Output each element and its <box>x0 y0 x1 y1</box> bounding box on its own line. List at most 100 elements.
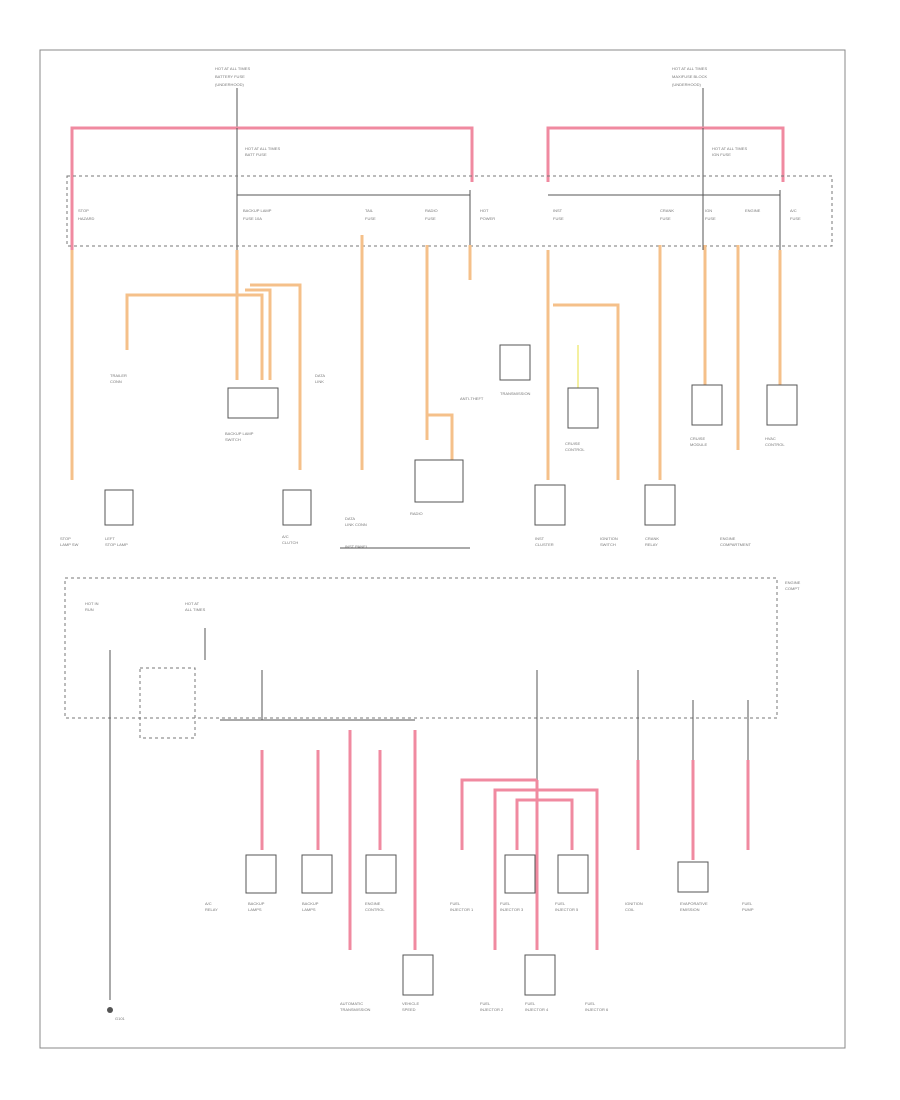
svg-text:ENGINE: ENGINE <box>745 208 761 213</box>
svg-text:ALL TIMES: ALL TIMES <box>185 607 206 612</box>
svg-text:FUSE 10A: FUSE 10A <box>243 216 262 221</box>
svg-text:LAMPS: LAMPS <box>248 907 262 912</box>
svg-text:FUSE: FUSE <box>365 216 376 221</box>
svg-text:INJECTOR 5: INJECTOR 5 <box>555 907 579 912</box>
svg-text:FUSE: FUSE <box>660 216 671 221</box>
svg-text:FUEL: FUEL <box>525 1001 536 1006</box>
svg-text:CONTROL: CONTROL <box>365 907 385 912</box>
svg-text:TRAILER: TRAILER <box>110 373 127 378</box>
svg-text:FUSE: FUSE <box>705 216 716 221</box>
svg-text:BATT FUSE: BATT FUSE <box>245 152 267 157</box>
svg-text:FUSE: FUSE <box>790 216 801 221</box>
svg-text:PUMP: PUMP <box>742 907 754 912</box>
svg-text:MAXIFUSE BLOCK: MAXIFUSE BLOCK <box>672 74 707 79</box>
svg-text:VEHICLE: VEHICLE <box>402 1001 419 1006</box>
svg-text:STOP: STOP <box>78 208 89 213</box>
svg-text:COMPT: COMPT <box>785 586 800 591</box>
svg-text:FUEL: FUEL <box>555 901 566 906</box>
svg-text:FUEL: FUEL <box>500 901 511 906</box>
svg-text:TRANSMISSION: TRANSMISSION <box>340 1007 371 1012</box>
svg-text:AUTOMATIC: AUTOMATIC <box>340 1001 363 1006</box>
svg-text:HAZARD: HAZARD <box>78 216 95 221</box>
svg-text:FUEL: FUEL <box>585 1001 596 1006</box>
svg-text:CLUSTER: CLUSTER <box>535 542 554 547</box>
svg-text:A/C: A/C <box>282 534 289 539</box>
wire-pink-left-bus <box>70 126 474 250</box>
svg-text:EMISSION: EMISSION <box>680 907 700 912</box>
svg-text:FUSE: FUSE <box>553 216 564 221</box>
svg-text:HOT AT ALL TIMES: HOT AT ALL TIMES <box>672 66 707 71</box>
svg-text:RADIO: RADIO <box>410 511 423 516</box>
component-bottom <box>245 854 709 996</box>
svg-text:BACKUP: BACKUP <box>248 901 265 906</box>
svg-text:IGNITION: IGNITION <box>600 536 618 541</box>
wire-pink-right-bus <box>546 126 785 182</box>
svg-text:INJECTOR 6: INJECTOR 6 <box>585 1007 609 1012</box>
svg-text:LAMP SW: LAMP SW <box>60 542 79 547</box>
svg-text:ENGINE: ENGINE <box>365 901 381 906</box>
svg-text:EVAPORATIVE: EVAPORATIVE <box>680 901 708 906</box>
svg-text:HOT AT ALL TIMES: HOT AT ALL TIMES <box>712 146 747 151</box>
svg-text:CONTROL: CONTROL <box>565 447 585 452</box>
svg-text:LEFT: LEFT <box>105 536 115 541</box>
svg-text:POWER: POWER <box>480 216 495 221</box>
svg-text:FUEL: FUEL <box>450 901 461 906</box>
svg-text:INJECTOR 3: INJECTOR 3 <box>500 907 524 912</box>
svg-text:COIL: COIL <box>625 907 635 912</box>
svg-text:INJECTOR 2: INJECTOR 2 <box>480 1007 504 1012</box>
svg-text:LINK: LINK <box>315 379 324 384</box>
svg-text:A/C: A/C <box>205 901 212 906</box>
svg-text:INST PANEL: INST PANEL <box>345 544 369 549</box>
battery-feed-right: HOT AT ALL TIMES MAXIFUSE BLOCK (UNDERHO… <box>672 66 707 128</box>
svg-text:INST: INST <box>553 208 563 213</box>
svg-text:SWITCH: SWITCH <box>225 437 241 442</box>
svg-text:BACKUP LAMP: BACKUP LAMP <box>243 208 272 213</box>
svg-text:CLUTCH: CLUTCH <box>282 540 298 545</box>
svg-text:RADIO: RADIO <box>425 208 438 213</box>
svg-text:DATA: DATA <box>315 373 325 378</box>
svg-text:SWITCH: SWITCH <box>600 542 616 547</box>
svg-text:IGNITION: IGNITION <box>625 901 643 906</box>
svg-text:INJECTOR 1: INJECTOR 1 <box>450 907 474 912</box>
svg-text:BACKUP: BACKUP <box>302 901 319 906</box>
svg-text:STOP LAMP: STOP LAMP <box>105 542 128 547</box>
svg-text:A/C: A/C <box>790 208 797 213</box>
svg-text:LINK CONN: LINK CONN <box>345 522 367 527</box>
svg-text:COMPARTMENT: COMPARTMENT <box>720 542 752 547</box>
svg-text:CONTROL: CONTROL <box>765 442 785 447</box>
svg-text:FUEL: FUEL <box>480 1001 491 1006</box>
svg-text:TRANSMISSION: TRANSMISSION <box>500 391 531 396</box>
fuse-block <box>66 175 833 247</box>
svg-text:ENGINE: ENGINE <box>785 580 801 585</box>
svg-text:CONN: CONN <box>110 379 122 384</box>
svg-text:MODULE: MODULE <box>690 442 707 447</box>
svg-text:CRANK: CRANK <box>660 208 674 213</box>
lower-section <box>64 577 778 719</box>
svg-text:RELAY: RELAY <box>205 907 218 912</box>
svg-text:INJECTOR 4: INJECTOR 4 <box>525 1007 549 1012</box>
battery-feed-left: HOT AT ALL TIMES BATTERY FUSE (UNDERHOOD… <box>215 66 250 128</box>
svg-text:IGN FUSE: IGN FUSE <box>712 152 731 157</box>
svg-text:HOT: HOT <box>480 208 489 213</box>
svg-text:SPEED: SPEED <box>402 1007 416 1012</box>
svg-text:INST: INST <box>535 536 545 541</box>
svg-text:HOT IN: HOT IN <box>85 601 99 606</box>
diagram-frame <box>39 49 846 1049</box>
svg-text:(UNDERHOOD): (UNDERHOOD) <box>672 82 702 87</box>
component-top <box>104 344 798 526</box>
svg-text:STOP: STOP <box>60 536 71 541</box>
svg-text:HOT AT: HOT AT <box>185 601 200 606</box>
svg-text:TAIL: TAIL <box>365 208 374 213</box>
svg-text:ANTI-THEFT: ANTI-THEFT <box>460 396 484 401</box>
svg-text:IGN: IGN <box>705 208 712 213</box>
svg-text:LAMPS: LAMPS <box>302 907 316 912</box>
svg-text:ENGINE: ENGINE <box>720 536 736 541</box>
svg-text:G101: G101 <box>115 1016 126 1021</box>
svg-text:FUSE: FUSE <box>425 216 436 221</box>
svg-text:BATTERY FUSE: BATTERY FUSE <box>215 74 245 79</box>
svg-text:CRANK: CRANK <box>645 536 659 541</box>
svg-text:HOT AT ALL TIMES: HOT AT ALL TIMES <box>215 66 250 71</box>
svg-text:CRUISE: CRUISE <box>565 441 580 446</box>
